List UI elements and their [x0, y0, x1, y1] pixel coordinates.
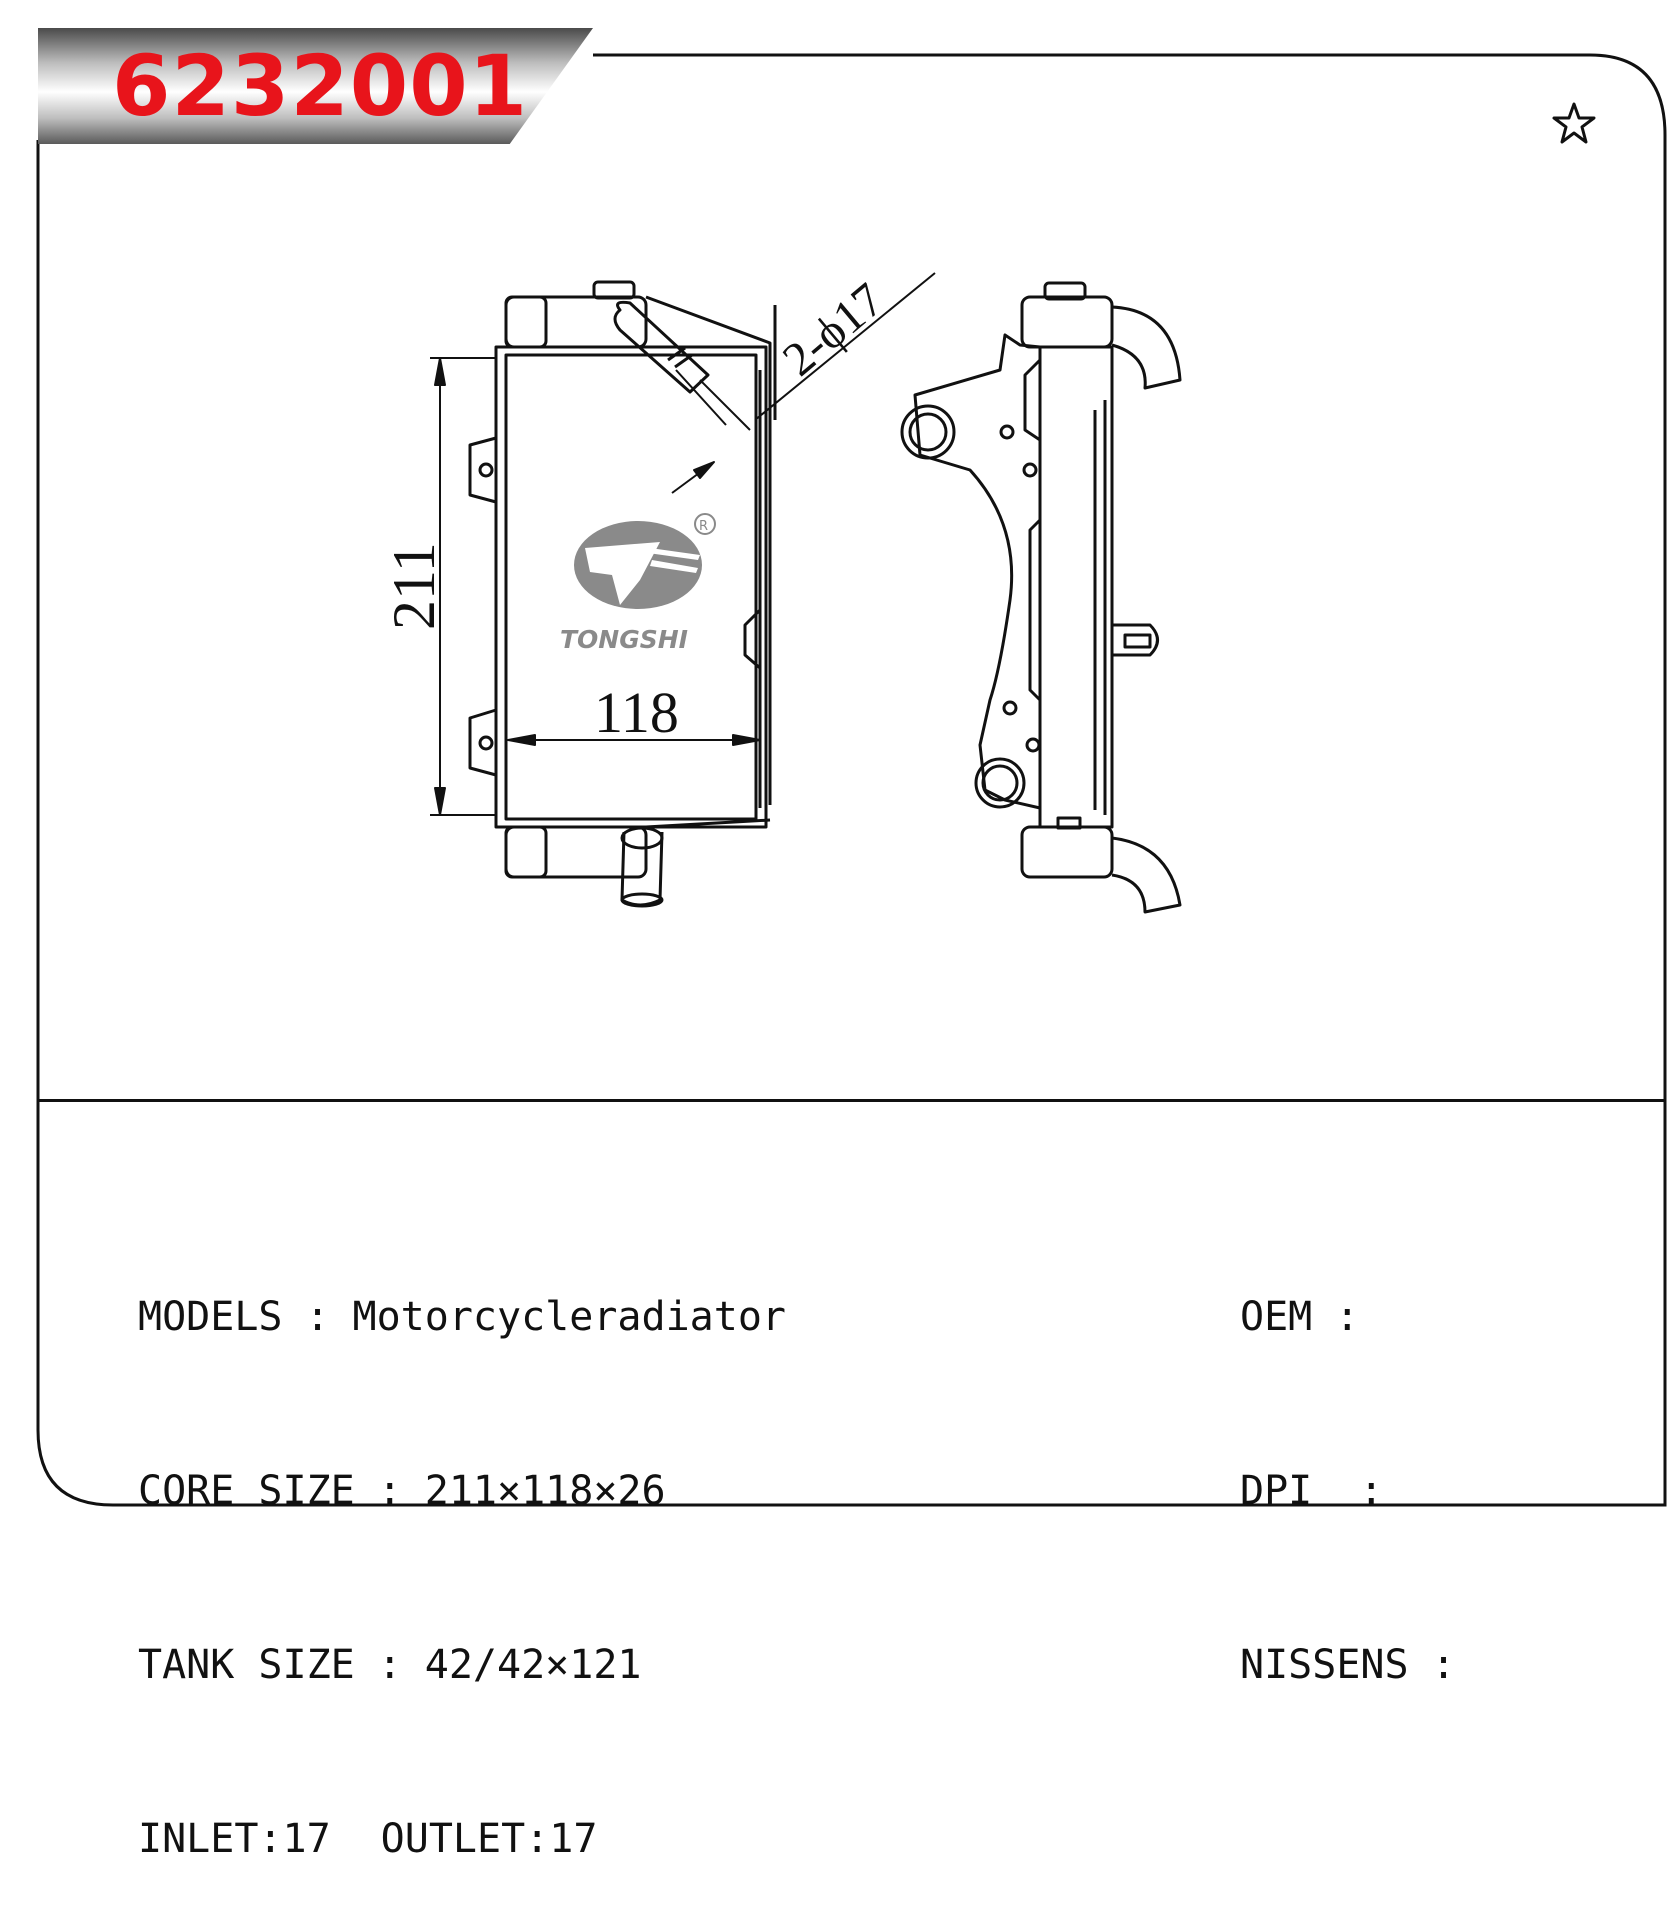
- spec-list: MODELS:Motorcycleradiator CORE SIZE:211×…: [138, 1172, 786, 1926]
- width-dimension: [507, 734, 761, 746]
- dpi-label: DPI: [1240, 1468, 1313, 1514]
- part-number-tag: [38, 28, 593, 144]
- pipe-dimension: [671, 272, 936, 494]
- sheet-frame: [36, 53, 1667, 1507]
- separator: :: [1335, 1294, 1360, 1340]
- outlet-value: 17: [549, 1816, 598, 1862]
- outlet-label: OUTLET:: [380, 1816, 550, 1862]
- nissens-label: NISSENS: [1240, 1642, 1409, 1688]
- ref-nissens: NISSENS:: [1240, 1636, 1479, 1694]
- front-view: [468, 280, 777, 908]
- section-divider: [38, 1099, 1665, 1102]
- core-size-value: 211×118×26: [424, 1468, 666, 1514]
- spec-models: MODELS: Motorcycleradiator: [138, 1288, 786, 1346]
- core-size-label: CORE SIZE: [138, 1468, 355, 1514]
- star-outline-icon[interactable]: [1550, 100, 1598, 148]
- tank-size-label: TANK SIZE: [138, 1642, 355, 1688]
- height-dimension-label: 211: [381, 542, 447, 630]
- oem-label: OEM: [1240, 1294, 1313, 1340]
- separator: :: [377, 1642, 402, 1688]
- reference-list: OEM: DPI: NISSENS:: [1240, 1172, 1479, 1752]
- brand-logo: R TONGSHI: [560, 513, 716, 654]
- pipe-dimension-label: 2-ϕ17: [773, 273, 894, 386]
- registered-mark: R: [699, 519, 708, 534]
- height-dimension: [430, 357, 495, 816]
- models-label: MODELS: [138, 1294, 283, 1340]
- inlet-value: 17: [282, 1816, 331, 1862]
- part-number: 6232001: [112, 37, 529, 135]
- separator: :: [1431, 1642, 1456, 1688]
- separator: :: [1359, 1468, 1384, 1514]
- radiator-drawing: 211 118 2-ϕ17 R TONGSHI: [381, 272, 1182, 914]
- tank-size-value: 42/42×121: [424, 1642, 642, 1688]
- inlet-label: INLET:: [138, 1816, 283, 1862]
- models-value: Motorcycleradiator: [352, 1294, 786, 1340]
- spec-tank-size: TANK SIZE:42/42×121: [138, 1636, 786, 1694]
- spec-core-size: CORE SIZE:211×118×26: [138, 1462, 786, 1520]
- ref-dpi: DPI:: [1240, 1462, 1479, 1520]
- separator: :: [305, 1294, 330, 1340]
- ref-oem: OEM:: [1240, 1288, 1479, 1346]
- width-dimension-label: 118: [594, 680, 679, 745]
- side-view: [900, 281, 1182, 914]
- separator: :: [377, 1468, 402, 1514]
- brand-logo-text: TONGSHI: [560, 625, 688, 654]
